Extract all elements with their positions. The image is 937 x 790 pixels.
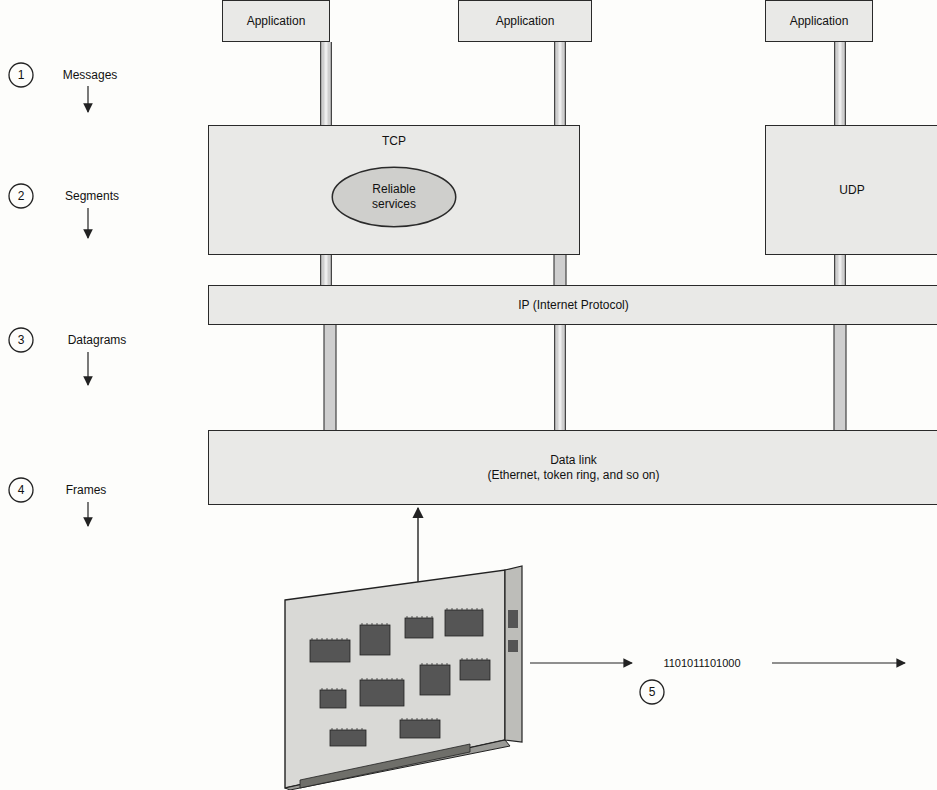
unit-label: Segments — [65, 189, 119, 203]
bit-stream: 1101011101000 — [660, 657, 743, 669]
callout-number: 3 — [18, 333, 25, 347]
callout-number: 4 — [18, 483, 25, 497]
application-box: Application — [222, 0, 330, 42]
service-ellipse: Reliable services — [331, 166, 457, 228]
card-arrow — [417, 508, 418, 592]
application-box: Application — [458, 0, 592, 42]
unit-label: Messages — [63, 68, 118, 82]
ip-box: IP (Internet Protocol) — [208, 285, 937, 325]
layer-pipe — [840, 42, 841, 125]
node-text: (Ethernet, token ring, and so on) — [487, 468, 659, 483]
bit-arrow — [530, 662, 632, 663]
network-card — [285, 566, 522, 790]
udp-box: UDP — [765, 125, 937, 255]
callout-number: 5 — [649, 685, 656, 699]
node-text: IP (Internet Protocol) — [518, 298, 629, 313]
node-text: Application — [496, 14, 555, 29]
layer-pipe — [326, 42, 327, 125]
data-link-box: Data link(Ethernet, token ring, and so o… — [208, 430, 937, 505]
layer-pipe — [560, 42, 561, 125]
unit-label: Datagrams — [68, 333, 127, 347]
tcp-box: TCP Reliable services — [208, 125, 580, 255]
unit-label: Frames — [66, 483, 107, 497]
node-text: UDP — [839, 183, 864, 198]
callout-number: 2 — [18, 189, 25, 203]
callout-number: 1 — [18, 68, 25, 82]
node-text: TCP — [382, 134, 406, 149]
node-text: Application — [790, 14, 849, 29]
layer-pipe — [560, 325, 561, 430]
node-text: Reliable services — [359, 182, 429, 212]
node-text: Application — [247, 14, 306, 29]
bit-arrow — [772, 662, 905, 663]
layer-pipe — [326, 255, 327, 285]
application-box: Application — [765, 0, 873, 42]
node-text: Data link — [550, 453, 597, 468]
flow-arrows — [87, 86, 88, 526]
extra-pipes — [324, 254, 846, 431]
layer-pipe — [840, 255, 841, 285]
